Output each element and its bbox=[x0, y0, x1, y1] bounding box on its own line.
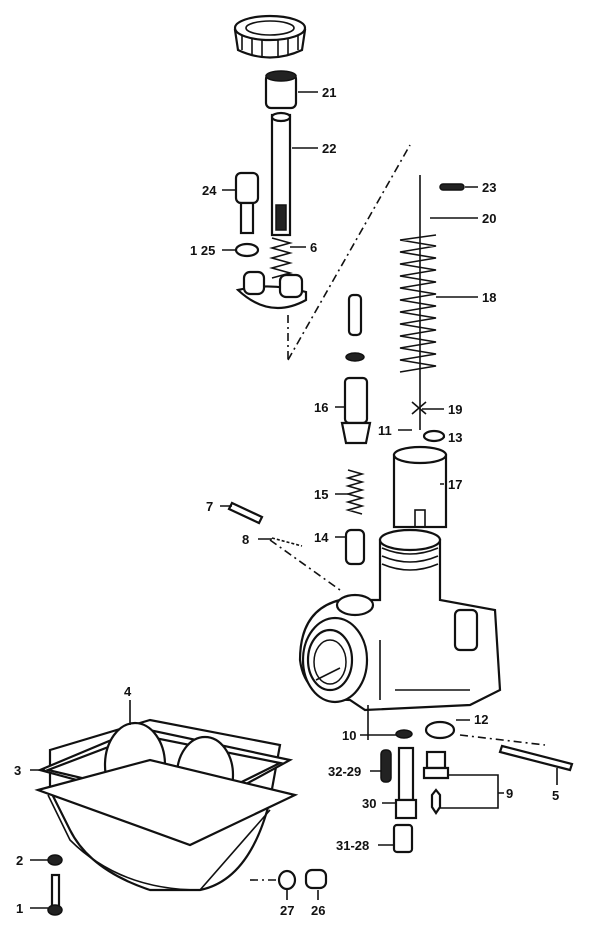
label-13: 13 bbox=[448, 430, 462, 445]
part-21 bbox=[264, 70, 298, 110]
label-3: 3 bbox=[14, 763, 21, 778]
part-2 bbox=[47, 854, 63, 866]
leader-lines bbox=[30, 91, 558, 909]
washer-10 bbox=[395, 729, 413, 739]
part-9 bbox=[422, 750, 504, 815]
part-22-rod bbox=[270, 111, 292, 237]
label-10: 10 bbox=[342, 728, 356, 743]
spring-6 bbox=[269, 237, 293, 279]
label-11: 11 bbox=[378, 423, 392, 438]
label-27: 27 bbox=[280, 903, 294, 918]
part-16 bbox=[340, 293, 372, 445]
label-32-29: 32-29 bbox=[328, 764, 361, 779]
carburettor-body bbox=[298, 528, 502, 740]
screw-7 bbox=[227, 501, 264, 525]
float-bowl bbox=[34, 718, 299, 892]
label-19: 19 bbox=[448, 402, 462, 417]
assembly-line bbox=[287, 144, 411, 361]
top-base-plate bbox=[235, 270, 308, 310]
part-30-tube bbox=[397, 746, 415, 802]
spring-15 bbox=[345, 469, 365, 515]
label-31-28: 31-28 bbox=[336, 838, 369, 853]
top-cap bbox=[233, 14, 307, 59]
spring-18 bbox=[399, 234, 437, 373]
label-6: 6 bbox=[310, 240, 317, 255]
assembly-line bbox=[459, 734, 546, 746]
part-30-nut bbox=[394, 798, 418, 820]
label-8: 8 bbox=[242, 532, 249, 547]
label-7: 7 bbox=[206, 499, 213, 514]
washer-13 bbox=[422, 429, 446, 443]
label-17: 17 bbox=[448, 477, 462, 492]
label-5: 5 bbox=[552, 788, 559, 803]
washer-12 bbox=[424, 720, 456, 740]
label-9: 9 bbox=[506, 786, 513, 801]
label-22: 22 bbox=[322, 141, 336, 156]
label-30: 30 bbox=[362, 796, 376, 811]
label-24: 24 bbox=[202, 183, 217, 198]
spring-8 bbox=[271, 537, 303, 547]
label-26: 26 bbox=[311, 903, 325, 918]
label-16: 16 bbox=[314, 400, 328, 415]
label-12: 12 bbox=[474, 712, 488, 727]
label-23: 23 bbox=[482, 180, 496, 195]
part-32-29 bbox=[380, 749, 392, 783]
screw-1 bbox=[47, 873, 63, 916]
label-14: 14 bbox=[314, 530, 329, 545]
part-23 bbox=[439, 183, 465, 191]
clip-19 bbox=[411, 401, 427, 415]
part-26 bbox=[304, 868, 328, 890]
label-1-25: 1 25 bbox=[190, 243, 215, 258]
label-20: 20 bbox=[482, 211, 496, 226]
label-21: 21 bbox=[322, 85, 336, 100]
label-15: 15 bbox=[314, 487, 328, 502]
label-18: 18 bbox=[482, 290, 496, 305]
label-2: 2 bbox=[16, 853, 23, 868]
pin-5 bbox=[498, 744, 574, 772]
part-24 bbox=[234, 171, 260, 258]
part-14 bbox=[344, 528, 366, 566]
label-4: 4 bbox=[124, 684, 132, 699]
throttle-slide-17 bbox=[392, 445, 448, 529]
assembly-line bbox=[269, 539, 341, 591]
washer-27 bbox=[277, 869, 297, 891]
label-1: 1 bbox=[16, 901, 23, 916]
part-31-28 bbox=[392, 823, 414, 854]
